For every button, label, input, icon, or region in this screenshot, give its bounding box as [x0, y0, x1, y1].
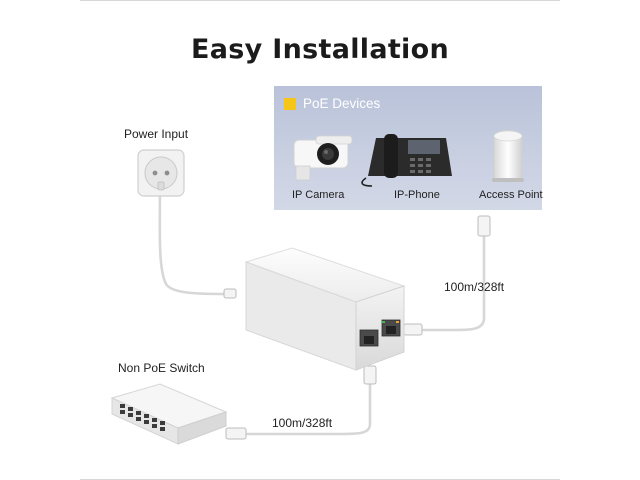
ip-camera-icon	[293, 135, 353, 181]
panel-header: PoE Devices	[284, 96, 380, 111]
power-input-label: Power Input	[124, 127, 189, 141]
device-label-ip-phone: IP-Phone	[394, 189, 440, 201]
status-led-orange	[396, 321, 399, 323]
cable-to-switch	[242, 378, 372, 436]
rj45-plug-switch	[225, 427, 247, 440]
status-led-green	[382, 321, 385, 323]
poe-injector-icon	[244, 247, 406, 371]
legend-square-icon	[284, 97, 296, 110]
rj45-plug-injector-right	[403, 323, 423, 336]
cable-length-bottom-label: 100m/328ft	[272, 416, 333, 430]
device-label-ip-camera: IP Camera	[292, 189, 345, 201]
top-rule	[80, 0, 560, 1]
cables	[158, 184, 486, 436]
panel-title: PoE Devices	[303, 96, 381, 111]
device-label-access-point: Access Point	[479, 189, 543, 201]
cable-length-top-label: 100m/328ft	[444, 280, 505, 294]
access-point-icon	[492, 130, 524, 182]
power-cable	[158, 184, 230, 296]
page-title: Easy Installation	[191, 34, 449, 65]
wall-socket-icon	[137, 149, 185, 197]
rj45-plug-injector-bottom	[363, 365, 377, 385]
cable-connectors	[223, 215, 491, 440]
switch-label: Non PoE Switch	[118, 361, 205, 375]
cable-to-devices	[418, 234, 486, 332]
rj45-plug-top	[477, 215, 491, 237]
network-switch-icon	[110, 383, 228, 445]
ip-phone-icon	[361, 134, 452, 187]
dc-plug	[223, 288, 237, 299]
